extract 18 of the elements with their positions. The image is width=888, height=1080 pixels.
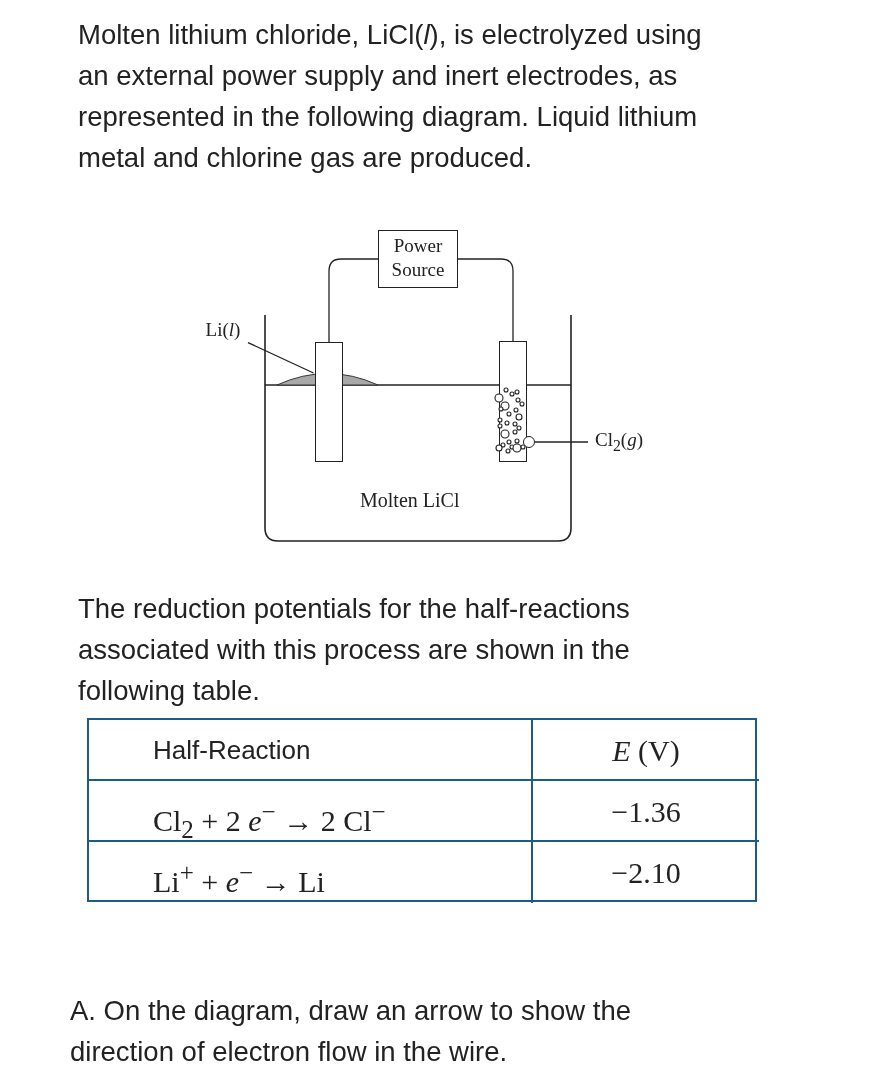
table-cell-text: −2.10 [610,855,682,891]
callout-label: Cl$_{2}$(g) [588,428,650,456]
power-source-box: Power Source [378,230,458,288]
table-cell: Half-Reaction [89,720,533,781]
table-cell: Cl$_{2}$ + 2 e$^{−}$ → 2 Cl$^{−}$ [89,781,533,842]
callout-label: Li(l) [198,318,248,344]
intro-paragraph: Molten lithium chloride, LiCl(l), is electrolyzed using an external power supply and inert electrodes, as represented in the following diagram. Liquid lithium metal and chlorine gas are produced. [78,18,703,175]
paragraph: The reduction potentials for the half-reactions associated with this process are shown in the following table. [78,592,631,708]
leader-line [534,441,589,443]
wire [457,258,514,342]
table-cell: E (V) [533,720,759,781]
table-cell: −1.36 [533,781,759,842]
wire [328,258,379,343]
electrode [315,342,343,462]
question-text: A. On the diagram, draw an arrow to show the direction of electron flow in the wire. [70,994,632,1069]
table-cell: Li$^{+}$ + e$^{−}$ → Li [89,842,533,903]
leader-line [247,341,315,374]
liquid-label: Molten LiCl [360,489,460,512]
